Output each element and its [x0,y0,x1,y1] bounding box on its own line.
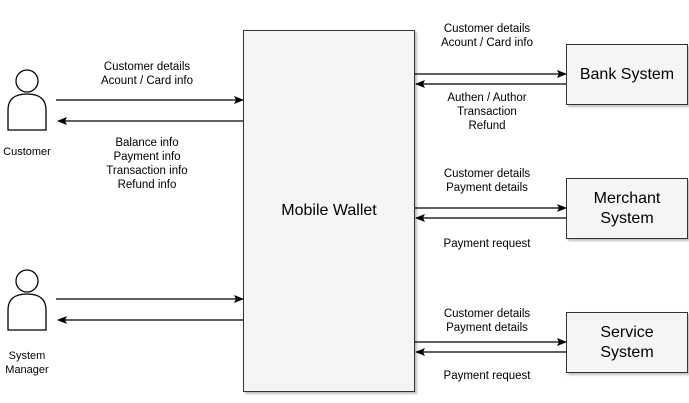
flow-label-bank-out: Customer details Acount / Card info [440,23,534,49]
manager-actor-icon [7,269,47,331]
manager-label: System Manager [5,350,49,376]
customer-actor-icon [7,69,47,131]
service-system-label: Service System [600,323,654,361]
customer-label: Customer [3,146,51,158]
mobile-wallet-label: Mobile Wallet [281,202,377,219]
flow-label-service-out: Customer details Payment details [443,308,531,334]
merchant-system-box: Merchant System [566,178,688,239]
flow-label-merchant-in: Payment request [443,238,531,250]
service-system-box: Service System [566,312,688,373]
bank-system-box: Bank System [566,44,688,105]
flow-label-service-in: Payment request [443,370,531,382]
flow-label-merchant-out: Customer details Payment details [443,168,531,194]
mobile-wallet-box: Mobile Wallet [243,30,415,392]
flow-label-customer-in: Customer details Acount / Card info [100,61,194,87]
bank-system-label: Bank System [579,65,675,83]
merchant-system-label: Merchant System [593,189,661,227]
flow-label-customer-out: Balance info Payment info Transaction in… [106,137,188,191]
flow-label-bank-in: Authen / Author Transaction Refund [447,92,527,132]
